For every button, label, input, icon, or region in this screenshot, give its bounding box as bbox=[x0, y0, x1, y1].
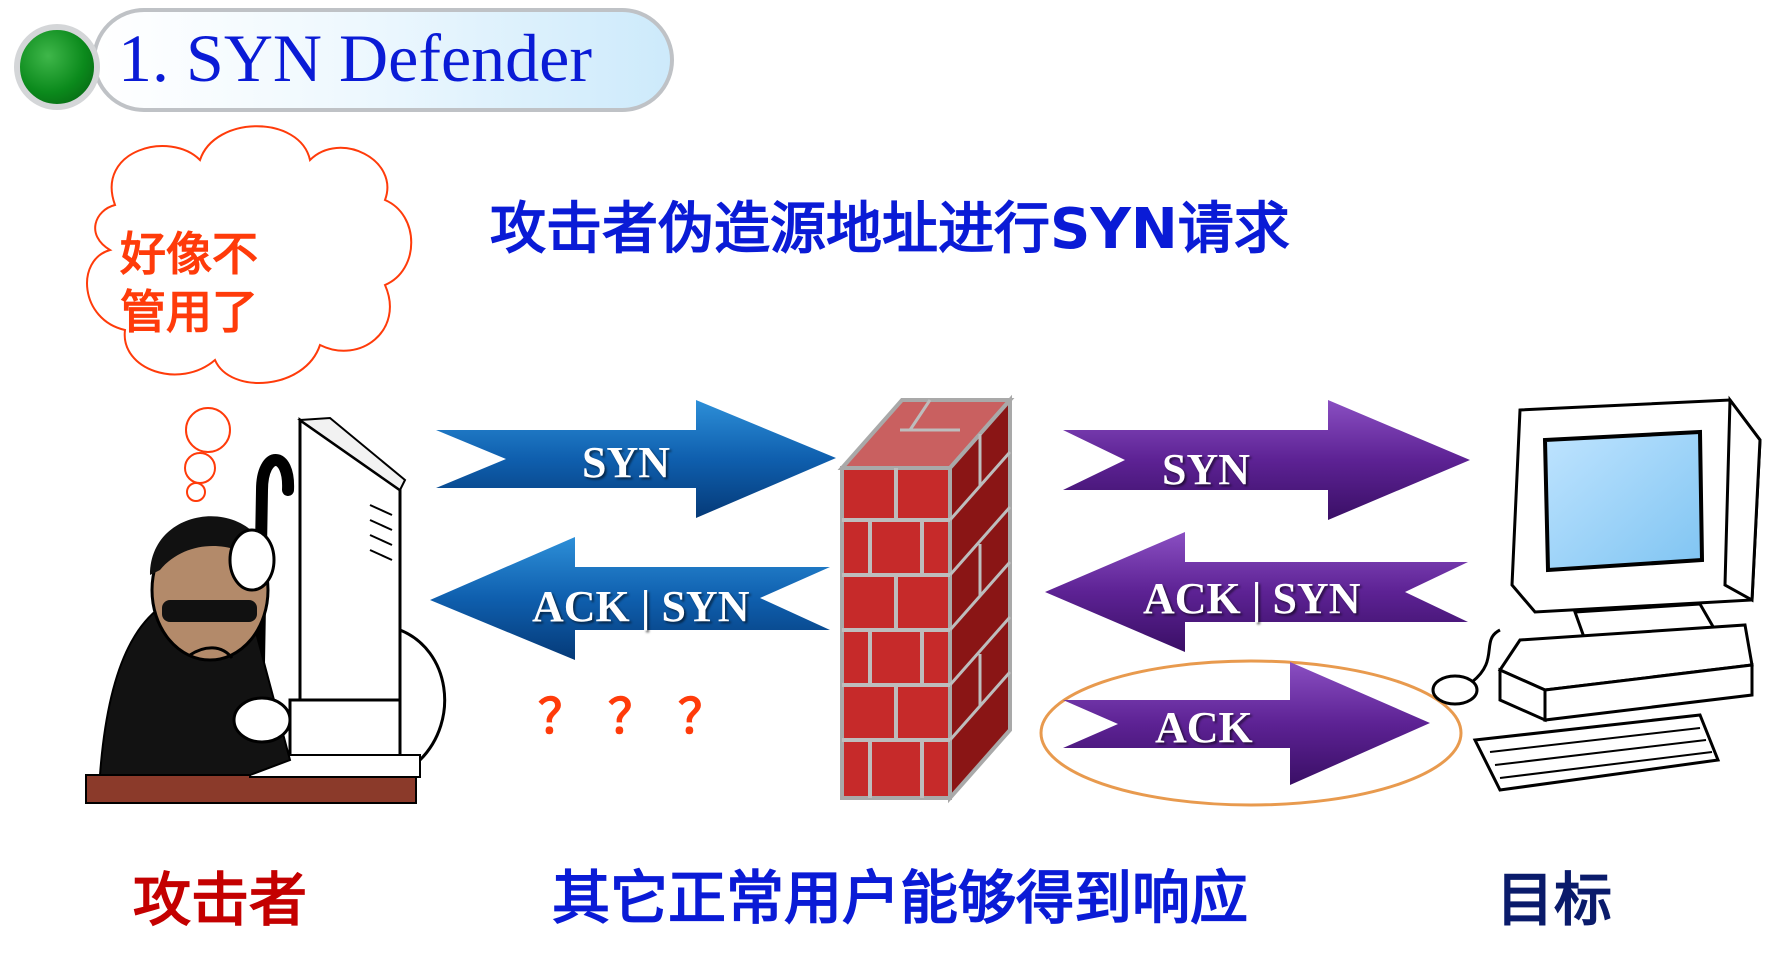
syn-label-right: SYN bbox=[1162, 445, 1250, 495]
thought-bubble-text: 好像不 管用了 bbox=[120, 225, 258, 341]
attacker-icon bbox=[86, 418, 445, 803]
main-caption: 攻击者伪造源地址进行SYN请求 bbox=[490, 196, 1290, 264]
firewall-icon bbox=[842, 400, 1010, 798]
thought-line-2: 管用了 bbox=[120, 283, 258, 341]
attacker-label: 攻击者 bbox=[133, 865, 307, 935]
ack-label: ACK bbox=[1155, 703, 1253, 753]
ack-syn-label-right: ACK | SYN bbox=[1143, 574, 1361, 624]
normal-users-label: 其它正常用户能够得到响应 bbox=[552, 863, 1248, 933]
computer-icon bbox=[1433, 400, 1760, 790]
target-label: 目标 bbox=[1496, 865, 1612, 935]
syn-label-left: SYN bbox=[582, 438, 670, 488]
question-marks: ？？？ bbox=[538, 690, 748, 746]
ack-syn-label-left: ACK | SYN bbox=[532, 582, 750, 632]
syn-arrow-right bbox=[1063, 400, 1470, 520]
thought-line-1: 好像不 bbox=[120, 225, 258, 283]
